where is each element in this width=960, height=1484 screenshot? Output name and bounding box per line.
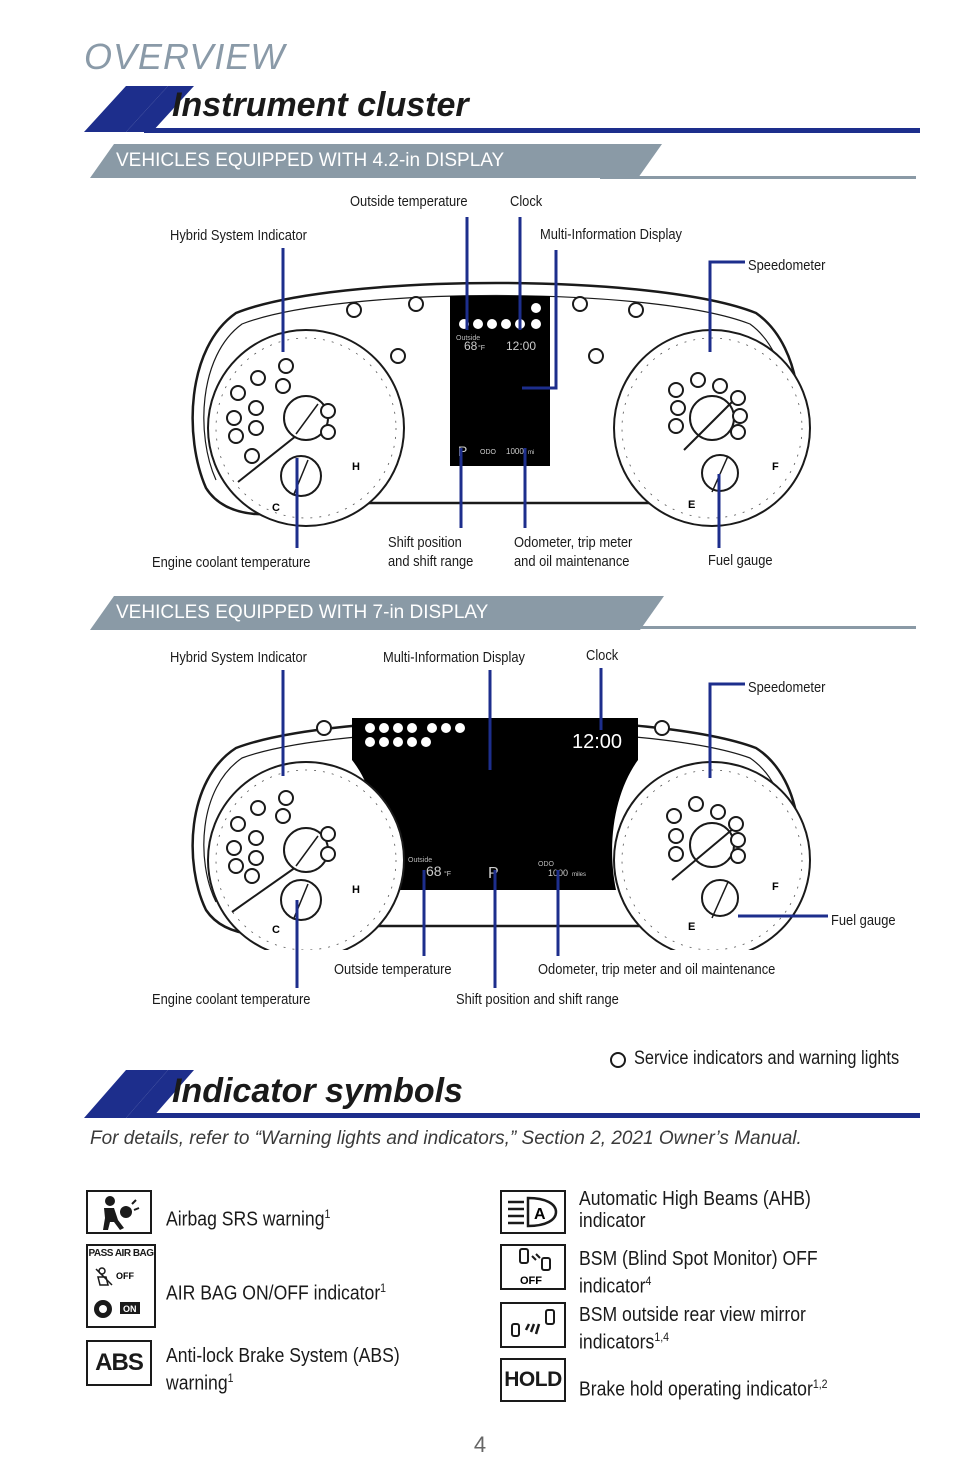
c42-label-coolant: Engine coolant temperature xyxy=(152,554,311,571)
cluster-7-right-indicators xyxy=(666,796,746,864)
indicator-symbols-title: Indicator symbols xyxy=(172,1072,463,1110)
ahb-label-2: indicator xyxy=(579,1210,646,1232)
screen7-temp: 68 xyxy=(426,863,442,879)
screen7-odo: ODO xyxy=(538,861,555,868)
cluster-7-leader-lines xyxy=(281,668,828,988)
svg-text:OFF: OFF xyxy=(520,1275,542,1287)
screen42-temp-unit: °F xyxy=(478,344,485,352)
instrument-cluster-header-bar xyxy=(84,86,920,133)
c42-label-mid: Multi-Information Display xyxy=(540,226,682,243)
page-number: 4 xyxy=(473,1432,487,1457)
legend-circle-icon xyxy=(610,1052,626,1068)
screen7-temp-unit: °F xyxy=(444,870,451,878)
screen7-gear: P xyxy=(488,865,499,882)
fuel-empty-mark: E xyxy=(688,499,695,511)
section-label: OVERVIEW xyxy=(84,36,286,77)
airbag-person-icon xyxy=(86,1190,152,1234)
c42-label-fuel: Fuel gauge xyxy=(708,552,773,569)
screen42-miles-unit: mi xyxy=(528,450,534,456)
bsm-mirror-label-1: BSM outside rear view mirror xyxy=(579,1304,806,1326)
cluster-42-left-indicators xyxy=(226,358,336,464)
cluster-7-graphic: C H E F 12:00 Outside 68 °F P ODO 1000 m… xyxy=(191,718,811,950)
cluster-7-top-indicators xyxy=(316,720,670,736)
c42-label-shift-2: and shift range xyxy=(388,553,474,570)
c7-label-clock: Clock xyxy=(586,647,619,664)
c7-fuel-full-mark: F xyxy=(772,881,779,893)
c42-label-shift-1: Shift position xyxy=(388,534,462,551)
c42-label-odo-2: and oil maintenance xyxy=(514,553,630,570)
display-7-band: VEHICLES EQUIPPED WITH 7-in DISPLAY xyxy=(90,596,664,630)
bsm-off-label-1: BSM (Blind Spot Monitor) OFF xyxy=(579,1248,818,1270)
screen7-outside-label: Outside xyxy=(408,857,432,864)
fuel-full-mark: F xyxy=(772,461,779,473)
instrument-cluster-title: Instrument cluster xyxy=(172,86,469,124)
c42-label-hybrid: Hybrid System Indicator xyxy=(170,227,307,244)
c7-coolant-cold-mark: C xyxy=(272,924,280,936)
screen42-temp: 68 xyxy=(464,339,478,353)
indicator-symbols-header-bar xyxy=(84,1070,920,1118)
cluster-42-right-indicators xyxy=(668,372,748,440)
c42-label-clock: Clock xyxy=(510,193,543,210)
legend-text: Service indicators and warning lights xyxy=(634,1048,900,1069)
display-42-band: VEHICLES EQUIPPED WITH 4.2-in DISPLAY xyxy=(90,144,662,178)
svg-text:OFF: OFF xyxy=(116,1271,134,1281)
screen42-miles: 1000 xyxy=(506,447,524,456)
c42-label-outside-temp: Outside temperature xyxy=(350,193,468,210)
screen42-gear: P xyxy=(458,443,467,459)
owners-manual-note: For details, refer to “Warning lights an… xyxy=(90,1128,802,1149)
svg-text:ON: ON xyxy=(123,1304,137,1314)
c7-label-coolant: Engine coolant temperature xyxy=(152,991,311,1008)
screen7-clock: 12:00 xyxy=(572,731,622,753)
abs-icon: ABS xyxy=(86,1340,152,1386)
c7-label-speedometer: Speedometer xyxy=(748,679,826,696)
c42-label-odo-1: Odometer, trip meter xyxy=(514,534,633,551)
bsm-mirror-label-2: indicators1,4 xyxy=(579,1330,670,1354)
c7-label-outside-temp: Outside temperature xyxy=(334,961,452,978)
display-7-rule xyxy=(602,626,916,629)
cluster-42-top-indicators xyxy=(346,296,644,364)
brake-hold-label: Brake hold operating indicator1,2 xyxy=(579,1377,828,1401)
ahb-label-1: Automatic High Beams (AHB) xyxy=(579,1188,811,1210)
c7-label-mid: Multi-Information Display xyxy=(383,649,525,666)
bsm-mirror-icon xyxy=(500,1302,566,1348)
c7-label-hybrid: Hybrid System Indicator xyxy=(170,649,307,666)
c42-label-speedometer: Speedometer xyxy=(748,257,826,274)
screen42-odo: ODO xyxy=(480,449,497,456)
cluster-42-graphic: C H E F Outside 68 °F 12:00 P ODO 1000 m… xyxy=(191,281,811,527)
abs-label-2: warning1 xyxy=(166,1371,234,1395)
display-42-rule xyxy=(600,176,916,179)
cluster-7-screen-indicators xyxy=(365,723,465,747)
screen7-miles-unit: miles xyxy=(572,872,586,878)
bsm-off-icon: OFF xyxy=(500,1244,566,1290)
c7-label-shift: Shift position and shift range xyxy=(456,991,619,1008)
c7-fuel-empty-mark: E xyxy=(688,921,695,933)
cluster-7-screen xyxy=(352,718,638,890)
abs-label-1: Anti-lock Brake System (ABS) xyxy=(166,1345,400,1367)
svg-text:A: A xyxy=(534,1206,546,1223)
c7-label-odo: Odometer, trip meter and oil maintenance xyxy=(538,961,776,978)
airbag-srs-label: Airbag SRS warning1 xyxy=(166,1207,331,1231)
screen42-outside-label: Outside xyxy=(456,335,480,342)
c7-coolant-hot-mark: H xyxy=(352,884,360,896)
passenger-airbag-icon: PASS AIR BAG OFF ON xyxy=(86,1244,156,1328)
cluster-7-left-indicators xyxy=(226,790,336,884)
screen42-clock: 12:00 xyxy=(506,339,536,353)
c7-label-fuel: Fuel gauge xyxy=(831,912,896,929)
bsm-off-label-2: indicator4 xyxy=(579,1274,652,1298)
coolant-hot-mark: H xyxy=(352,461,360,473)
hold-icon: HOLD xyxy=(500,1358,566,1402)
ahb-icon: A xyxy=(500,1190,566,1234)
coolant-cold-mark: C xyxy=(272,502,280,514)
cluster-42-leader-lines xyxy=(281,217,745,548)
airbag-onoff-label: AIR BAG ON/OFF indicator1 xyxy=(166,1281,387,1305)
